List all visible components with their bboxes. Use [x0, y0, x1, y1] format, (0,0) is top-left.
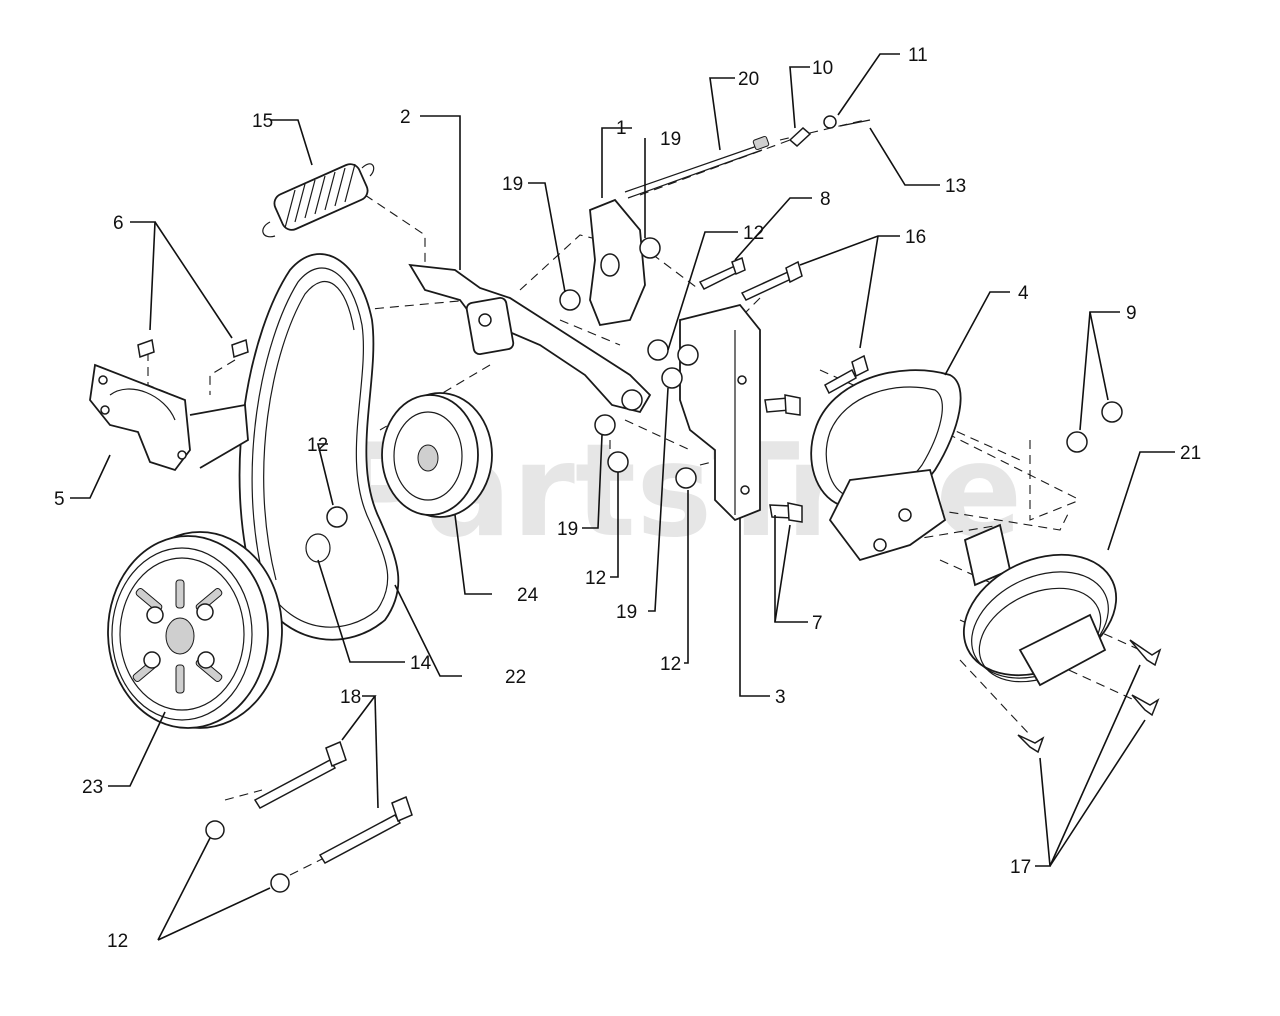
- part-spring: [262, 163, 375, 238]
- callout-8: 8: [820, 189, 831, 210]
- part-bracket-bolts: [137, 338, 249, 359]
- callout-11: 11: [908, 45, 928, 66]
- callout-18: 18: [340, 687, 361, 708]
- part-idler-pulley: [381, 392, 493, 518]
- callout-labels: 1 2 3 4 5 6 7 8 9 10 11 12 12 12 12 12 1…: [54, 45, 1201, 952]
- part-gearbox-assembly: [828, 469, 1118, 687]
- callout-2: 2: [400, 107, 411, 128]
- leader-lines: [70, 53, 1175, 941]
- callout-7: 7: [812, 613, 823, 634]
- callout-5: 5: [54, 489, 65, 510]
- part-control-rod: [624, 135, 770, 199]
- callout-4: 4: [1018, 283, 1029, 304]
- part-rod-fittings: [788, 115, 871, 148]
- callout-12-center: 12: [585, 568, 606, 589]
- part-screws: [1017, 639, 1162, 754]
- callout-23: 23: [82, 777, 103, 798]
- callout-19-top: 19: [660, 129, 681, 150]
- callout-12-top: 12: [743, 223, 764, 244]
- part-idler-arm: [408, 263, 652, 414]
- callout-20: 20: [738, 69, 759, 90]
- callout-24: 24: [517, 585, 539, 606]
- callout-16: 16: [905, 227, 926, 248]
- part-belt-guide-bracket: [89, 363, 249, 472]
- callout-19-center: 19: [557, 519, 578, 540]
- callout-22: 22: [505, 667, 526, 688]
- part-mounting-plate: [679, 303, 761, 522]
- callout-21: 21: [1180, 443, 1201, 464]
- callout-15: 15: [252, 111, 273, 132]
- part-hex-nuts: [205, 237, 1123, 893]
- part-hex-bolts: [698, 256, 869, 523]
- callout-17: 17: [1010, 857, 1031, 878]
- callout-9: 9: [1126, 303, 1137, 324]
- callout-14: 14: [410, 653, 432, 674]
- callout-3: 3: [775, 687, 786, 708]
- part-long-bolts: [253, 740, 413, 864]
- callout-12-belt: 12: [307, 435, 328, 456]
- callout-6: 6: [113, 213, 124, 234]
- part-drive-pulley: [107, 531, 283, 729]
- part-pivot-bracket: [589, 198, 646, 327]
- callout-10: 10: [812, 58, 833, 79]
- callout-12-bottom: 12: [107, 931, 128, 952]
- callout-19-lower: 19: [616, 602, 637, 623]
- callout-12-lower: 12: [660, 654, 681, 675]
- callout-19-left: 19: [502, 174, 523, 195]
- callout-1: 1: [616, 118, 627, 139]
- callout-13: 13: [945, 176, 966, 197]
